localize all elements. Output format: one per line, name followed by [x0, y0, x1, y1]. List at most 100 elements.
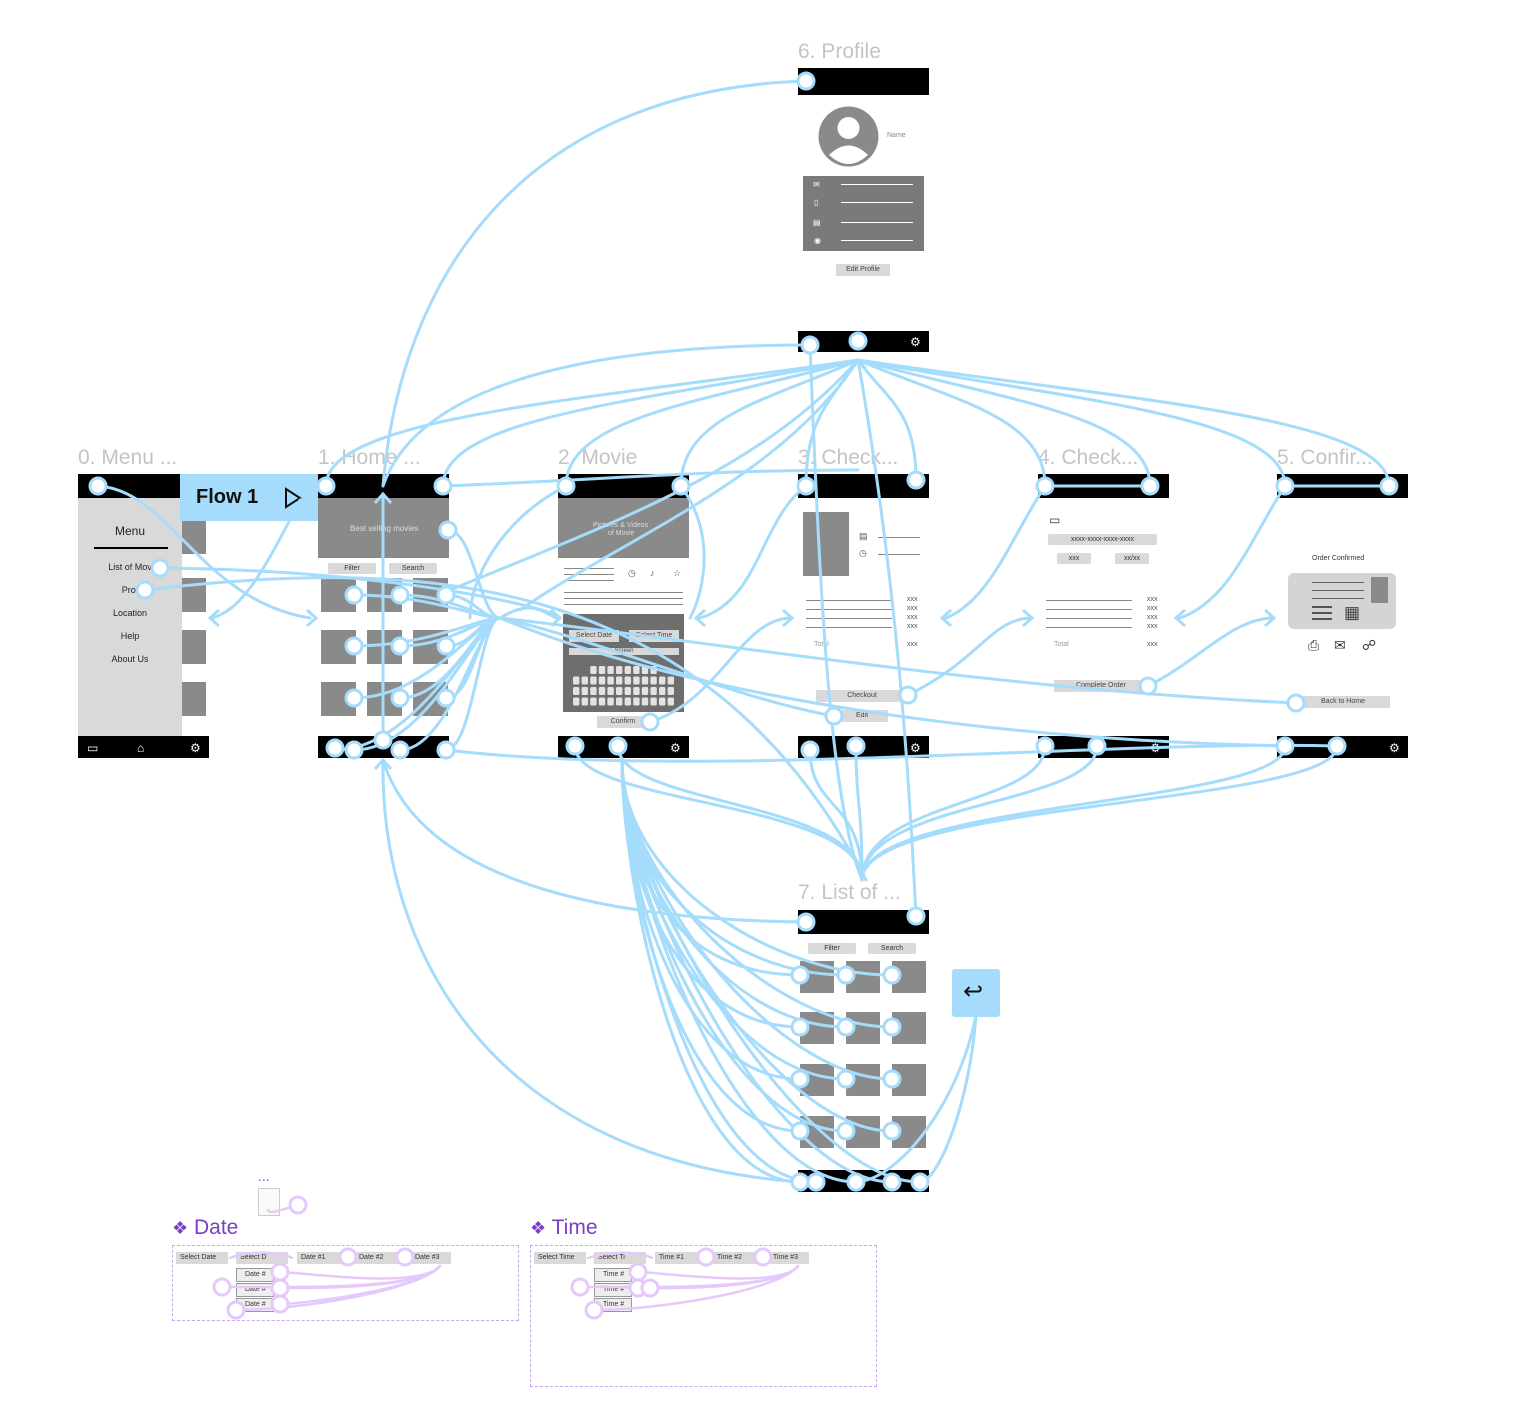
seat [616, 676, 623, 685]
play-icon[interactable] [284, 487, 302, 509]
time-select-open[interactable]: Select Ti [594, 1252, 646, 1264]
clock-icon: ◷ [628, 568, 636, 578]
back-to-home-button[interactable]: Back to Home [1296, 696, 1390, 708]
home-filter-button[interactable]: Filter [328, 563, 376, 574]
list-movie-thumb[interactable] [892, 1012, 926, 1044]
menu-item-location[interactable]: Location [112, 608, 148, 618]
connection-arrow [782, 608, 795, 628]
list-search-button[interactable]: Search [868, 943, 916, 954]
seat [667, 676, 674, 685]
edit-profile-button[interactable]: Edit Profile [836, 264, 890, 276]
date-list-item[interactable]: Date # [236, 1298, 274, 1312]
date-component-frame [172, 1245, 519, 1321]
back-flow-button[interactable]: ↩ [952, 969, 1000, 1017]
checkout-button[interactable]: Checkout [816, 690, 908, 702]
seat [590, 697, 597, 706]
mail-icon[interactable]: ✉ [1334, 637, 1346, 653]
checkout2-item-line [1046, 600, 1132, 601]
edit-button[interactable]: Edit [836, 710, 888, 722]
checkout2-total-label: Total [1054, 641, 1069, 648]
connection-arrow [1022, 608, 1035, 628]
checkout2-top-bar [1038, 474, 1169, 498]
connection-line [698, 484, 808, 620]
time-select[interactable]: Select Time [534, 1252, 586, 1264]
time-list-item[interactable]: Time # [594, 1283, 632, 1297]
home-movie-thumb[interactable] [321, 578, 356, 612]
component-diamond-icon: ❖ [530, 1218, 547, 1238]
component-stub[interactable] [258, 1188, 280, 1216]
ticket-line [1312, 590, 1364, 591]
list-movie-thumb[interactable] [846, 961, 880, 993]
time-option[interactable]: Time #3 [769, 1252, 809, 1264]
list-movie-thumb[interactable] [846, 1064, 880, 1096]
menu-item-list[interactable]: List of Mov [108, 562, 152, 572]
seat [641, 676, 649, 685]
seat [667, 687, 674, 695]
date-option[interactable]: Date #3 [411, 1252, 451, 1264]
list-filter-button[interactable]: Filter [808, 943, 856, 954]
checkout2-item-line [1046, 618, 1132, 619]
list-movie-thumb[interactable] [800, 1116, 834, 1148]
home-movie-thumb[interactable] [321, 682, 356, 716]
list-movie-thumb[interactable] [800, 1064, 834, 1096]
gear-icon[interactable]: ⚙ [1150, 741, 1161, 755]
connection-line [918, 1013, 978, 1184]
home-movie-thumb[interactable] [321, 630, 356, 664]
home-movie-thumb[interactable] [367, 682, 402, 716]
flow-badge[interactable]: Flow 1 [180, 474, 318, 521]
connection-line [860, 744, 1339, 882]
home-movie-thumb[interactable] [413, 630, 448, 664]
list-movie-thumb[interactable] [892, 961, 926, 993]
list-movie-thumb[interactable] [800, 1012, 834, 1044]
list-movie-thumb[interactable] [892, 1064, 926, 1096]
expiry-field[interactable]: xx/xx [1115, 553, 1149, 564]
gear-icon[interactable]: ⚙ [910, 335, 921, 349]
print-icon[interactable]: ⎙ [1308, 637, 1320, 653]
date-option[interactable]: Date #1 [297, 1252, 349, 1264]
gear-icon[interactable]: ⚙ [190, 741, 201, 755]
list-movie-thumb[interactable] [892, 1116, 926, 1148]
home-movie-thumb[interactable] [413, 578, 448, 612]
connection-arrow [373, 757, 393, 770]
time-list-item[interactable]: Time # [594, 1298, 632, 1312]
checkout2-price: xxx [1147, 605, 1158, 612]
date-select-open[interactable]: Select D [236, 1252, 288, 1264]
movie-select-date[interactable]: Select Date [569, 630, 619, 642]
home-icon[interactable]: ⌂ [137, 741, 145, 755]
home-movie-thumb[interactable] [367, 578, 402, 612]
list-movie-thumb[interactable] [846, 1012, 880, 1044]
list-movie-thumb[interactable] [800, 961, 834, 993]
menu-item-help[interactable]: Help [120, 631, 140, 641]
movie-confirm-button[interactable]: Confirm [597, 716, 649, 728]
list-top-bar [798, 910, 929, 934]
time-option[interactable]: Time #2 [713, 1252, 760, 1264]
home-movie-thumb[interactable] [367, 630, 402, 664]
clapper-icon[interactable]: ▭ [87, 741, 99, 755]
frame-title-confirm: 5. Confir... [1277, 446, 1373, 469]
date-list-item[interactable]: Date # [236, 1283, 274, 1297]
seat [607, 687, 614, 695]
card-number-field[interactable]: xxxx-xxxx-xxxx-xxxx [1048, 534, 1157, 545]
date-option[interactable]: Date #2 [355, 1252, 402, 1264]
home-search-button[interactable]: Search [389, 563, 437, 574]
date-list-item[interactable]: Date # [236, 1268, 274, 1282]
cvv-field[interactable]: xxx [1057, 553, 1091, 564]
time-list-item[interactable]: Time # [594, 1268, 632, 1282]
frame-title-menu: 0. Menu ... [78, 446, 178, 469]
movie-select-time[interactable]: Select Time [629, 630, 679, 642]
list-movie-thumb[interactable] [846, 1116, 880, 1148]
complete-order-button[interactable]: Complete Order [1054, 680, 1148, 692]
date-select[interactable]: Select Date [176, 1252, 228, 1264]
more-icon[interactable]: ... [258, 1168, 270, 1184]
gear-icon[interactable]: ⚙ [670, 741, 681, 755]
calendar-icon: ▤ [813, 218, 821, 227]
gear-icon[interactable]: ⚙ [910, 741, 921, 755]
seat-map[interactable] [571, 664, 677, 708]
time-option[interactable]: Time #1 [655, 1252, 707, 1264]
menu-item-about[interactable]: About Us [111, 654, 149, 664]
menu-item-profile[interactable]: Prof [121, 585, 139, 595]
order-confirmed-title: Order Confirmed [1312, 555, 1365, 562]
home-movie-thumb[interactable] [413, 682, 448, 716]
gear-icon[interactable]: ⚙ [1389, 741, 1400, 755]
share-icon[interactable]: ☍ [1362, 637, 1377, 653]
